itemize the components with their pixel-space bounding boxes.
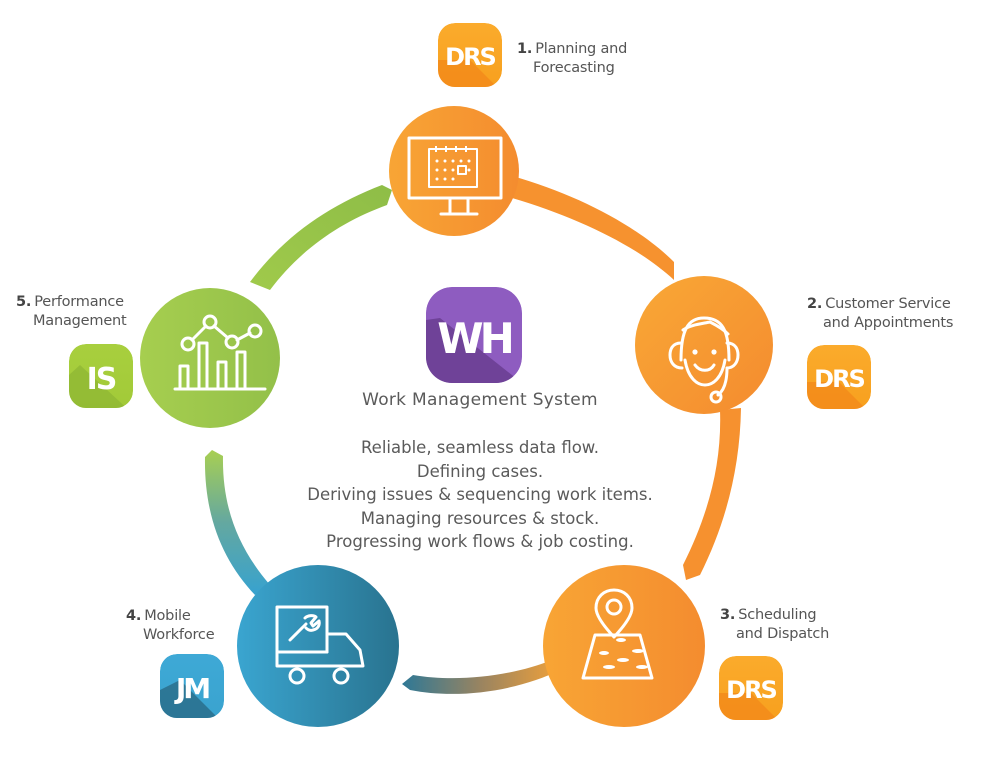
- description-list: Reliable, seamless data flow. Defining c…: [230, 436, 730, 554]
- description-line: Deriving issues & sequencing work items.: [307, 485, 653, 504]
- service-van-icon: [275, 605, 365, 685]
- jm-logo: JM: [160, 654, 224, 718]
- face-eyes: [692, 349, 717, 355]
- wh-logo: WH: [426, 287, 522, 383]
- svg-text:IS: IS: [87, 362, 116, 397]
- headset-agent-icon: [668, 316, 740, 404]
- step-title-line2: and Appointments: [823, 315, 954, 331]
- step-label-4: 4.Mobile Workforce: [126, 607, 215, 645]
- svg-text:DRS: DRS: [814, 365, 864, 393]
- step-node-3: [543, 565, 705, 727]
- step-label-3: 3.Scheduling and Dispatch: [720, 606, 829, 644]
- step-title-line2: and Dispatch: [736, 626, 830, 642]
- step-title-line1: Mobile: [144, 608, 191, 624]
- step-node-4: [237, 565, 399, 727]
- svg-text:JM: JM: [174, 672, 209, 705]
- is-logo: IS: [69, 344, 133, 408]
- step-title-line1: Planning and: [535, 41, 628, 57]
- svg-text:DRS: DRS: [726, 676, 776, 704]
- system-title: Work Management System: [362, 390, 598, 410]
- monitor-calendar-icon: [407, 136, 503, 216]
- step-node-2: [635, 276, 773, 414]
- connector-arc-1-2-body: [512, 176, 674, 280]
- description-line: Reliable, seamless data flow.: [360, 438, 600, 457]
- step-node-5: [140, 288, 280, 428]
- drs-logo-3: DRS: [719, 656, 783, 720]
- step-number: 5.: [16, 294, 32, 310]
- step-number: 3.: [720, 607, 736, 623]
- step-title-line1: Performance: [34, 294, 124, 310]
- drs-logo-2: DRS: [807, 345, 871, 409]
- svg-text:WH: WH: [437, 314, 511, 363]
- connector-arc-4-5: [204, 450, 270, 595]
- svg-text:DRS: DRS: [445, 43, 495, 71]
- step-title-line2: Forecasting: [533, 60, 615, 76]
- description-line: Defining cases.: [416, 461, 544, 481]
- map-pin-icon: [581, 588, 654, 680]
- drs-logo-1: DRS: [438, 23, 502, 87]
- step-number: 4.: [126, 608, 142, 624]
- step-title-line2: Management: [33, 313, 127, 329]
- step-title-line2: Workforce: [143, 627, 215, 643]
- connector-arc-3-4: [402, 660, 560, 694]
- step-label-1: 1.Planning and Forecasting: [517, 40, 627, 78]
- description-line: Managing resources & stock.: [360, 508, 600, 528]
- connector-arc-5-1: [250, 185, 392, 290]
- description-line: Progressing work flows & job costing.: [326, 532, 634, 551]
- step-label-5: 5.Performance Management: [16, 293, 127, 331]
- step-label-2: 2.Customer Service and Appointments: [807, 295, 953, 333]
- map-spots: [599, 638, 648, 669]
- step-node-1: [389, 106, 519, 236]
- step-number: 1.: [517, 41, 533, 57]
- step-title-line1: Customer Service: [825, 296, 951, 312]
- connector-arc-2-3: [683, 408, 741, 580]
- step-title-line1: Scheduling: [738, 607, 817, 623]
- step-number: 2.: [807, 296, 823, 312]
- bar-line-chart-icon: [173, 314, 267, 391]
